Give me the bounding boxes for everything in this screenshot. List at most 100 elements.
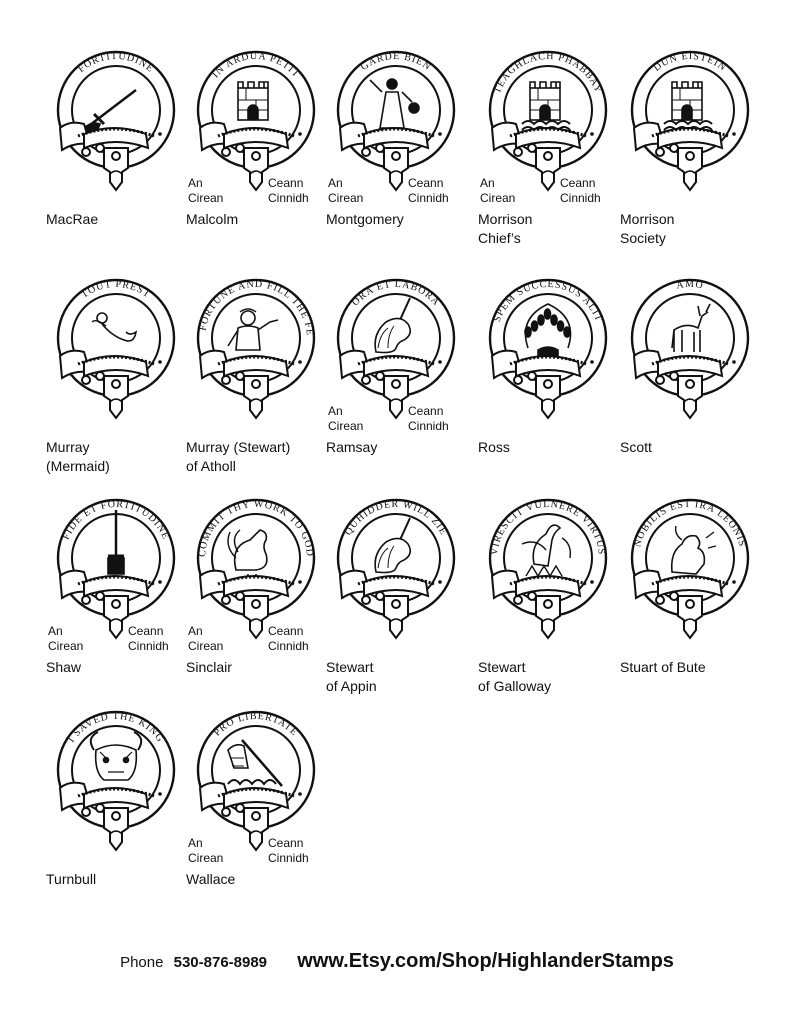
buckle-icon bbox=[490, 349, 587, 420]
crest-badge-drawing: COMMIT THY WORK TO GOD bbox=[196, 499, 316, 640]
buckle-icon bbox=[198, 781, 295, 852]
crest-badge-drawing: PRO LIBERTATE bbox=[196, 710, 316, 852]
buckle-icon bbox=[338, 349, 435, 420]
strap-dot bbox=[732, 580, 736, 584]
gaelic-label-chief: Ceann Cinnidh bbox=[268, 176, 309, 205]
crest-badge-drawing: ORA ET LABORA bbox=[336, 278, 456, 420]
buckle-icon bbox=[490, 569, 587, 640]
crest-badge-drawing: FORTITUDINE bbox=[56, 50, 176, 192]
strap-dot bbox=[590, 360, 594, 364]
dagger-hand-icon bbox=[107, 510, 125, 575]
gaelic-label-chief: Ceann Cinnidh bbox=[560, 176, 601, 205]
clan-name: Stewart of Galloway bbox=[478, 659, 552, 694]
arm-sword-icon bbox=[227, 739, 283, 787]
buckle-icon bbox=[58, 781, 155, 852]
crest-badge-drawing: TOUT PREST bbox=[56, 278, 176, 420]
buckle-icon bbox=[632, 121, 729, 192]
buckle-icon bbox=[338, 121, 435, 192]
crest-badge: AMO Scott bbox=[620, 278, 760, 468]
clan-name: Turnbull bbox=[46, 871, 97, 887]
mermaid-icon bbox=[91, 312, 138, 342]
clan-name: Scott bbox=[620, 439, 652, 455]
clan-name: MacRae bbox=[46, 211, 99, 227]
buckle-icon bbox=[632, 569, 729, 640]
strap-dot bbox=[438, 580, 442, 584]
crest-badge: FORTITUDINE MacRae bbox=[46, 50, 186, 240]
strap-dot bbox=[438, 132, 442, 136]
buckle-icon bbox=[632, 349, 729, 420]
stag-icon bbox=[671, 303, 711, 352]
clan-name: Shaw bbox=[46, 659, 82, 675]
strap-dot bbox=[590, 132, 594, 136]
website-link[interactable]: www.Etsy.com/Shop/HighlanderStamps bbox=[297, 950, 674, 972]
bull-head-icon bbox=[89, 731, 143, 781]
tower-icon bbox=[237, 81, 269, 121]
strap-dot bbox=[298, 360, 302, 364]
clan-name: Murray (Stewart) of Atholl bbox=[186, 439, 291, 474]
strap-dot bbox=[158, 132, 162, 136]
crest-badge-drawing: I SAVED THE KING bbox=[56, 710, 176, 852]
crest-badge: VIRESCIT VULNERE VIRTUS Stewart of Gallow… bbox=[478, 498, 618, 694]
gaelic-label-chief: Ceann Cinnidh bbox=[268, 624, 309, 653]
buckle-icon bbox=[198, 569, 295, 640]
gaelic-label-crest: An Cirean bbox=[188, 624, 224, 653]
strap-dot bbox=[438, 360, 442, 364]
strap-dot bbox=[158, 792, 162, 796]
strap-dot bbox=[158, 360, 162, 364]
crest-badge-drawing: FIDE ET FORTITUDINE bbox=[56, 498, 176, 640]
strap-dot bbox=[298, 132, 302, 136]
crest-badge: QUHIDDER WILL ZIE Stewart of Appin bbox=[326, 498, 466, 694]
phone-number: 530-876-8989 bbox=[173, 954, 268, 971]
clan-name: Morrison Chief’s bbox=[478, 211, 533, 246]
castle-waves-icon bbox=[521, 81, 571, 132]
clan-name: Morrison Society bbox=[620, 211, 675, 246]
gaelic-label-chief: Ceann Cinnidh bbox=[408, 176, 449, 205]
crest-badge-drawing: AMO bbox=[630, 278, 750, 420]
clan-name: Sinclair bbox=[186, 659, 232, 675]
gaelic-label-crest: An Cirean bbox=[188, 836, 224, 865]
pelican-icon bbox=[521, 524, 572, 578]
strap-dot bbox=[732, 360, 736, 364]
unicorn-head-icon bbox=[374, 297, 412, 354]
lion-icon bbox=[670, 525, 717, 575]
crest-badge-drawing: VIRESCIT VULNERE VIRTUS bbox=[488, 498, 608, 640]
crest-badge-drawing: NOBILIS EST IRA LEONIS bbox=[630, 498, 750, 640]
gaelic-label-crest: An Cirean bbox=[480, 176, 516, 205]
gaelic-label-chief: Ceann Cinnidh bbox=[128, 624, 169, 653]
crest-badge: I SAVED THE KING Turnbull bbox=[46, 710, 186, 900]
clan-name: Stewart of Appin bbox=[326, 659, 377, 694]
phone-label: Phone bbox=[120, 954, 164, 971]
strap-dot bbox=[158, 580, 162, 584]
clan-name: Ross bbox=[478, 439, 510, 455]
gaelic-label-crest: An Cirean bbox=[48, 624, 84, 653]
strap-dot bbox=[298, 580, 302, 584]
crest-badge-drawing: GARDE BIEN bbox=[336, 50, 456, 192]
crest-badge-drawing: DUN EISTEIN bbox=[630, 50, 750, 192]
strap-dot bbox=[732, 132, 736, 136]
gaelic-label-crest: An Cirean bbox=[188, 176, 224, 205]
gaelic-label-crest: An Cirean bbox=[328, 176, 364, 205]
crest-badge: TOUT PREST Murray (Mermaid) bbox=[46, 278, 186, 474]
crest-badge-drawing: IN ARDUA PETIT bbox=[196, 50, 316, 192]
buckle-icon bbox=[198, 349, 295, 420]
crest-badge-drawing: TEAGHLACH PHABBAY bbox=[488, 50, 608, 192]
strap-dot bbox=[590, 580, 594, 584]
footer: Phone 530-876-8989 www.Etsy.com/Shop/Hig… bbox=[0, 950, 794, 973]
buckle-icon bbox=[58, 121, 155, 192]
clan-name: Ramsay bbox=[326, 439, 378, 455]
buckle-icon bbox=[490, 121, 587, 192]
crest-badge-drawing: QUHIDDER WILL ZIE bbox=[336, 498, 456, 640]
crest-badge: DUN EISTEIN Morrison Society bbox=[620, 50, 760, 246]
castle-waves-icon bbox=[663, 81, 713, 132]
clan-name: Malcolm bbox=[186, 211, 239, 227]
clan-name: Murray (Mermaid) bbox=[46, 439, 110, 474]
